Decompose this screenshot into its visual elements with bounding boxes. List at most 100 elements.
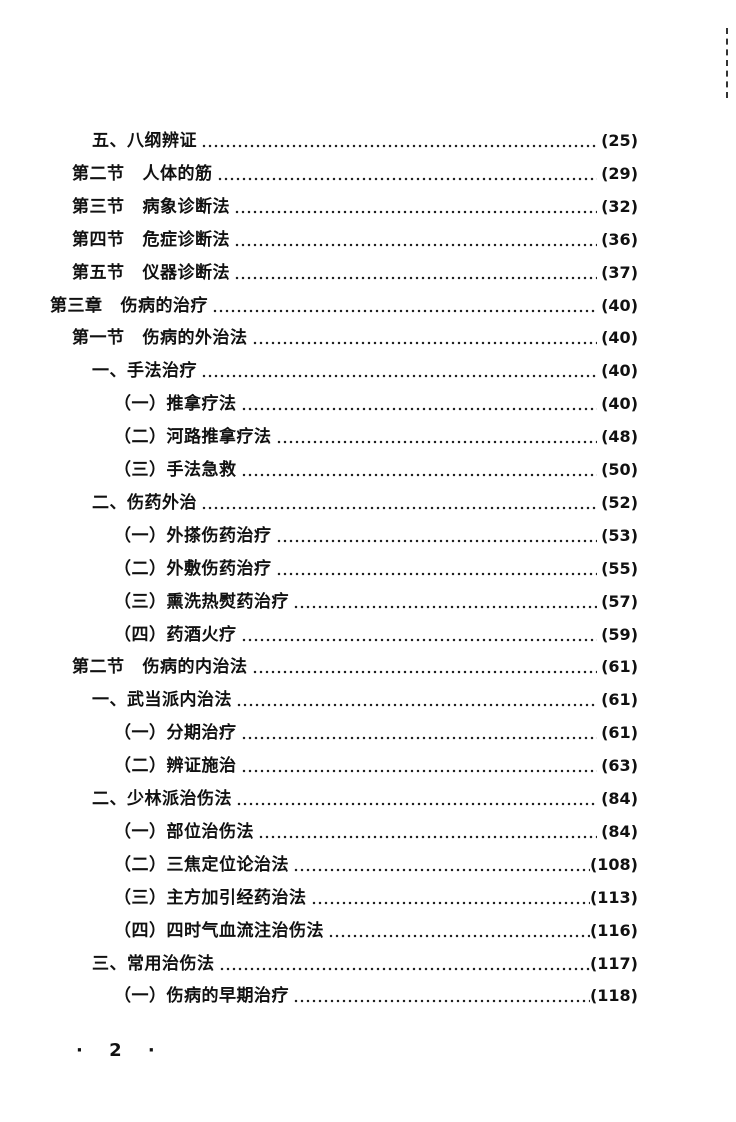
- toc-entry[interactable]: 三、常用治伤法 (117): [92, 950, 638, 977]
- toc-entry-title: （三）熏洗热熨药治疗: [114, 589, 289, 615]
- toc-entry-prefix: 第三节: [72, 196, 125, 217]
- toc-entry-page: (40): [601, 328, 638, 348]
- dot-leader: [258, 818, 598, 845]
- toc-entry-page: (116): [589, 920, 638, 940]
- toc-entry-title: 第二节人体的筋: [72, 161, 213, 187]
- toc-entry[interactable]: 二、少林派治伤法 (84): [92, 786, 638, 812]
- toc-entry-title: （二）河路推拿疗法: [114, 424, 272, 450]
- toc-entry-title: 三、常用治伤法: [92, 951, 215, 977]
- page-number: · 2 ·: [76, 1040, 165, 1061]
- toc-entry-text: 少林派治伤法: [127, 789, 232, 809]
- dot-leader: [236, 786, 598, 812]
- toc-entry[interactable]: 第二节伤病的内治法 (61): [72, 654, 638, 681]
- toc-entry[interactable]: （三）熏洗热熨药治疗(57): [114, 588, 638, 615]
- toc-entry-page: (108): [589, 854, 638, 874]
- toc-entry-text: 伤病的早期治疗: [166, 986, 289, 1007]
- toc-entry-page: (61): [601, 690, 638, 710]
- toc-entry-prefix: （一）: [114, 986, 167, 1007]
- dot-leader: [328, 917, 590, 944]
- toc-entry-prefix: （三）: [114, 591, 167, 612]
- toc-entry-text: 仪器诊断法: [142, 262, 230, 283]
- dot-leader: [251, 654, 598, 681]
- scan-margin-mark: [726, 28, 730, 98]
- toc-entry-page: (52): [601, 492, 638, 512]
- toc-entry-title: （一）推拿疗法: [114, 391, 237, 417]
- toc-entry-prefix: 第一节: [72, 328, 125, 349]
- dot-leader: [234, 259, 598, 286]
- toc-entry-text: 熏洗热熨药治疗: [166, 591, 289, 612]
- toc-entry-page: (59): [601, 624, 638, 644]
- toc-entry-prefix: 第二节: [72, 163, 125, 184]
- toc-entry-prefix: 第四节: [72, 229, 125, 250]
- toc-entry-prefix: 三、: [92, 953, 127, 974]
- toc-entry[interactable]: （二）辨证施治(63): [114, 753, 638, 780]
- dot-leader: [275, 555, 598, 582]
- toc-entry-prefix: （一）: [114, 723, 167, 744]
- toc-entry[interactable]: 一、武当派内治法(61): [92, 687, 638, 714]
- toc-entry[interactable]: （一）推拿疗法(40): [114, 391, 638, 418]
- toc-entry[interactable]: （二）河路推拿疗法(48): [114, 424, 638, 451]
- toc-entry[interactable]: 第三节病象诊断法(32): [72, 193, 638, 220]
- toc-entry-page: (118): [589, 986, 638, 1006]
- dot-leader: [310, 884, 590, 911]
- toc-entry[interactable]: （四）四时气血流注治伤法(116): [114, 917, 638, 944]
- toc-entry-page: (36): [601, 229, 638, 249]
- toc-entry[interactable]: 第五节仪器诊断法(37): [72, 259, 638, 286]
- toc-entry-text: 手法治疗: [127, 361, 197, 382]
- dot-leader: [216, 160, 598, 187]
- toc-entry-text: 辨证施治: [166, 756, 237, 777]
- toc-entry-page: (61): [601, 723, 638, 743]
- toc-entry-prefix: （四）: [114, 624, 167, 645]
- toc-entry[interactable]: 第一节伤病的外治法 (40): [72, 325, 638, 352]
- toc-entry-prefix: （二）: [114, 558, 167, 579]
- toc-entry-prefix: （三）: [114, 460, 167, 480]
- toc-entry[interactable]: （二）三焦定位论治法(108): [114, 851, 638, 878]
- toc-entry-title: （一）部位治伤法: [114, 819, 254, 845]
- toc-entry-prefix: 二、: [92, 789, 127, 809]
- dot-leader: [240, 457, 598, 483]
- dot-leader: [234, 226, 598, 253]
- toc-entry[interactable]: 第二节人体的筋(29): [72, 160, 638, 187]
- toc-entry-prefix: （四）: [114, 920, 167, 941]
- toc-entry-title: （二）外敷伤药治疗: [114, 556, 272, 582]
- toc-entry-text: 武当派内治法: [127, 690, 232, 711]
- toc-entry-page: (84): [601, 821, 638, 841]
- dot-leader: [293, 983, 590, 1010]
- toc-entry[interactable]: （三）主方加引经药治法(113): [114, 884, 638, 911]
- toc-entry[interactable]: （一）分期治疗(61): [114, 720, 638, 747]
- toc-entry[interactable]: （二）外敷伤药治疗(55): [114, 555, 638, 582]
- toc-entry-page: (25): [601, 131, 638, 150]
- toc-entry[interactable]: 五、八纲辨证(25): [92, 128, 638, 154]
- toc-entry-title: 一、手法治疗: [92, 358, 197, 384]
- toc-entry-page: (61): [601, 657, 638, 677]
- toc-entry[interactable]: （三）手法急救(50): [114, 457, 638, 483]
- toc-entry-text: 三焦定位论治法: [166, 854, 289, 875]
- toc-entry[interactable]: （四）药酒火疗 (59): [114, 621, 638, 648]
- toc-entry-text: 主方加引经药治法: [166, 887, 307, 908]
- toc-entry-prefix: 第三章: [50, 295, 103, 316]
- toc-entry-text: 外搽伤药治疗: [166, 525, 272, 546]
- toc-entry[interactable]: （一）伤病的早期治疗 (118): [114, 983, 638, 1010]
- toc-entry-text: 伤病的外治法: [142, 328, 248, 349]
- toc-entry-page: (50): [601, 460, 638, 479]
- toc-entry-text: 常用治伤法: [127, 953, 215, 974]
- dot-leader: [201, 128, 598, 154]
- toc-entry-prefix: 第二节: [72, 657, 125, 678]
- toc-entry[interactable]: 一、手法治疗(40): [92, 358, 638, 385]
- toc-entry-prefix: 第五节: [72, 262, 125, 283]
- toc-entry-page: (117): [589, 953, 638, 973]
- toc-entry-page: (53): [601, 525, 638, 545]
- toc-entry[interactable]: 二、伤药外治(52): [92, 489, 638, 516]
- toc-entry-prefix: （一）: [114, 525, 167, 546]
- toc-entry-text: 伤病的内治法: [142, 657, 248, 678]
- dot-leader: [218, 950, 590, 977]
- dot-leader: [240, 753, 598, 780]
- toc-entry-title: 第二节伤病的内治法: [72, 654, 248, 680]
- toc-entry[interactable]: 第四节危症诊断法(36): [72, 226, 638, 253]
- toc-entry[interactable]: （一）部位治伤法 (84): [114, 818, 638, 845]
- toc-entry-page: (84): [601, 789, 638, 808]
- toc-entry-title: 二、少林派治伤法: [92, 786, 232, 812]
- toc-entry[interactable]: 第三章伤病的治疗(40): [50, 292, 638, 319]
- toc-entry-text: 药酒火疗: [166, 624, 237, 645]
- toc-entry[interactable]: （一）外搽伤药治疗 (53): [114, 522, 638, 549]
